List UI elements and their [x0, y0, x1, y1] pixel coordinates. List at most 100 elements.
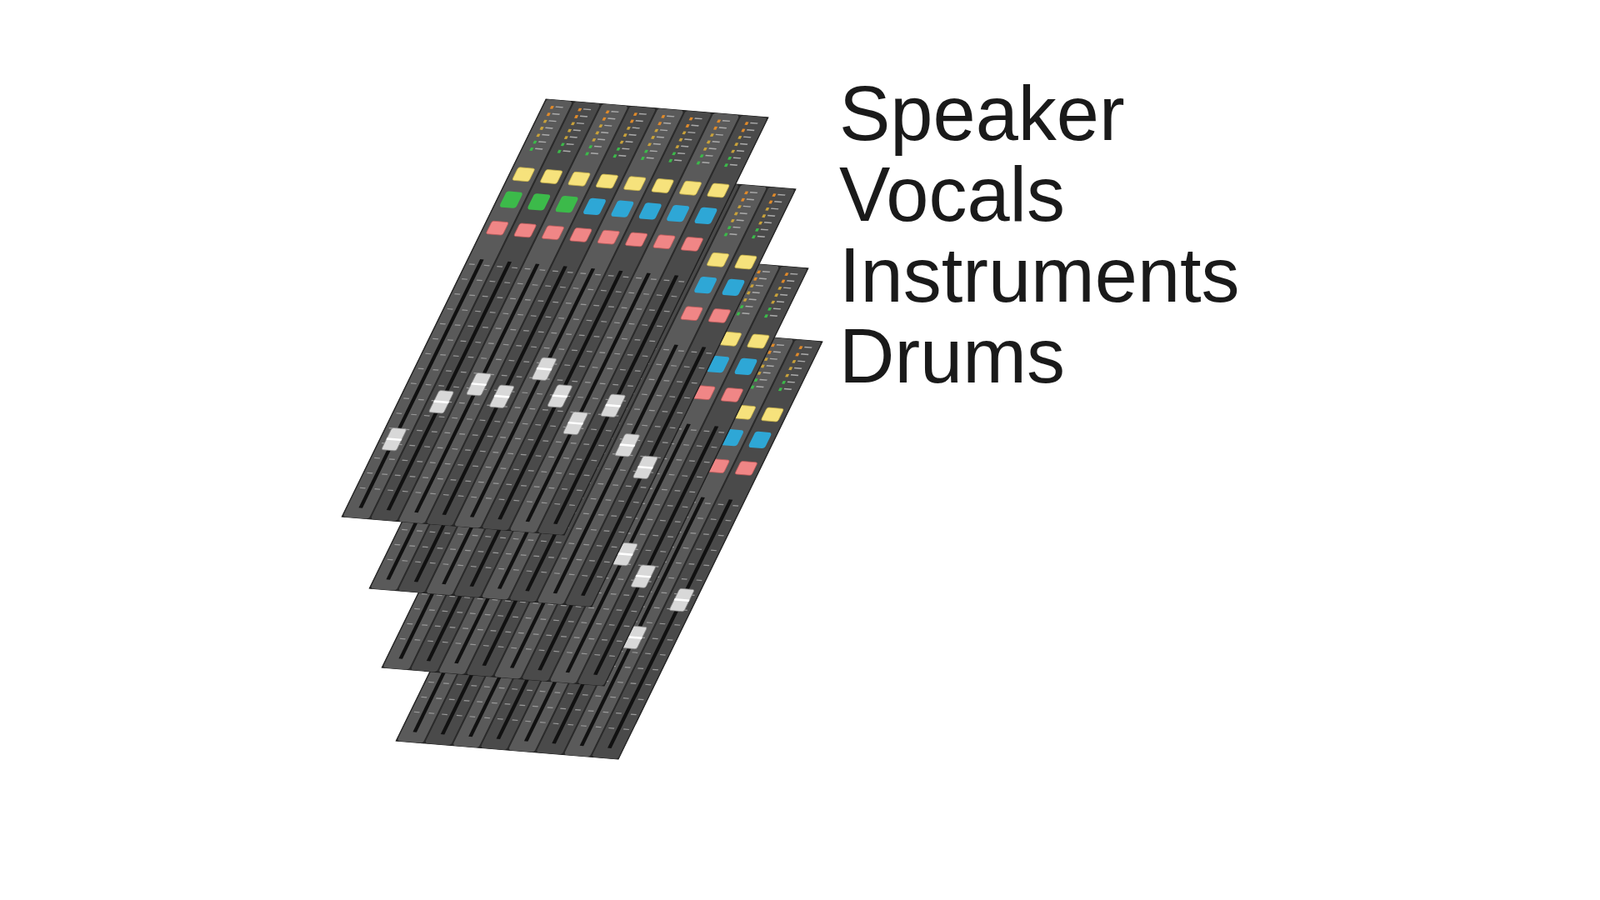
fader-tick — [374, 457, 380, 460]
fader-tick — [386, 559, 393, 561]
fader-tick — [668, 577, 675, 580]
fader-tick — [681, 578, 688, 580]
meter-led — [740, 305, 745, 309]
fader-tick — [587, 289, 594, 291]
fader-tick — [695, 548, 702, 550]
fader-tick — [502, 344, 509, 346]
fader-tick — [704, 461, 710, 464]
fader-tick — [696, 445, 703, 447]
fader-tick — [652, 638, 659, 640]
fader-tick — [437, 478, 444, 480]
fader-tick — [580, 272, 586, 275]
fader-tick — [457, 495, 464, 497]
meter-tick — [674, 159, 683, 161]
fader-tick — [675, 562, 682, 565]
meter-tick — [742, 205, 751, 208]
fader-tick — [457, 565, 464, 567]
fader-tick — [530, 345, 537, 348]
mute-button — [720, 387, 745, 402]
fader-tick — [641, 425, 648, 427]
fader-tick — [589, 560, 595, 562]
meter-tick — [538, 140, 547, 143]
meter-tick — [545, 126, 554, 129]
fader-tick — [461, 309, 468, 311]
fader-tick — [583, 475, 590, 477]
meter-led — [750, 284, 755, 288]
fader-tick — [573, 636, 580, 639]
fader-tick — [456, 611, 463, 614]
fader-tick — [662, 441, 669, 444]
meter-led — [778, 387, 783, 391]
meter-led — [785, 374, 790, 378]
fader-tick — [545, 316, 551, 319]
fader-tick — [550, 332, 557, 335]
solo-button — [567, 171, 591, 186]
channel-button — [747, 431, 772, 450]
fader-tick — [519, 704, 525, 706]
fader-tick — [725, 520, 731, 522]
solo-button — [760, 407, 785, 422]
fader-tick — [593, 305, 600, 307]
fader-tick — [517, 314, 524, 316]
fader-tick — [432, 338, 439, 340]
meter-led — [730, 219, 735, 223]
fader-tick — [556, 379, 563, 381]
solo-button — [679, 180, 703, 195]
meter-led — [595, 131, 600, 135]
solo-button — [706, 252, 730, 267]
meter-led — [746, 291, 751, 295]
fader-tick — [427, 640, 434, 642]
fader-tick — [472, 465, 479, 468]
fader-tick — [682, 547, 689, 550]
fader-tick — [558, 317, 565, 320]
fader-tick — [511, 688, 518, 690]
fader-tick — [454, 324, 460, 326]
meter-led — [685, 124, 690, 128]
fader-tick — [401, 529, 408, 531]
fader-tick — [469, 294, 475, 296]
fader-tick — [703, 533, 710, 535]
fader-tick — [470, 496, 477, 499]
fader-tick — [477, 629, 484, 631]
fader-line — [551, 394, 568, 398]
fader-tick — [710, 518, 717, 520]
fader-tick — [414, 608, 420, 610]
fader-tick — [560, 635, 567, 638]
fader-tick — [450, 479, 456, 481]
meter-tick — [708, 147, 717, 150]
fader-tick — [446, 308, 453, 310]
meter-tick — [797, 360, 806, 362]
fader-tick — [667, 505, 674, 507]
fader-tick — [500, 467, 506, 470]
meter-led — [756, 270, 761, 274]
meter-tick — [762, 371, 771, 374]
fader-tick — [625, 485, 632, 488]
meter-led — [650, 135, 655, 140]
meter-tick — [794, 367, 803, 370]
fader-tick — [718, 535, 725, 537]
meter-led — [577, 108, 582, 112]
fader-tick — [641, 355, 648, 357]
fader-cap — [489, 385, 515, 409]
fader-tick — [387, 489, 394, 491]
fader-tick — [555, 472, 562, 475]
layer-list: SpeakerVocalsInstrumentsDrums — [839, 73, 1240, 397]
fader-tick — [666, 639, 673, 641]
fader-tick — [697, 517, 704, 520]
fader-track — [525, 273, 651, 523]
fader-tick — [567, 271, 574, 274]
fader-tick — [610, 593, 617, 595]
fader-tick — [432, 369, 439, 371]
fader-tick — [587, 710, 594, 712]
meter-tick — [660, 129, 669, 131]
fader-tick — [510, 329, 516, 331]
fader-tick — [450, 548, 456, 550]
fader-line — [605, 404, 621, 408]
meter-tick — [755, 285, 764, 287]
fader-tick — [568, 620, 575, 623]
fader-tick — [555, 541, 562, 544]
fader-tick — [567, 693, 574, 695]
fader-tick — [530, 315, 537, 317]
fader-tick — [554, 503, 560, 505]
fader-tick — [541, 502, 548, 505]
